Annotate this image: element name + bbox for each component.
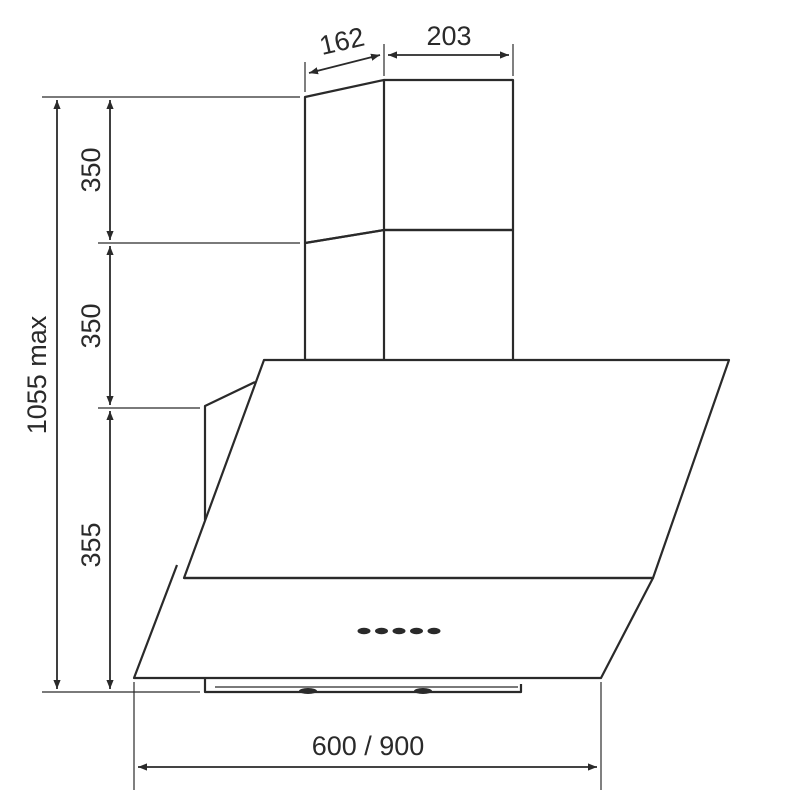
- label-lower-chimney-height: 350: [76, 303, 106, 348]
- chimney: [303, 78, 515, 362]
- control-button-1: [357, 627, 371, 635]
- label-total-height: 1055 max: [22, 315, 52, 434]
- hood-bottom-tray: [203, 678, 523, 694]
- extension-lines: [42, 44, 602, 790]
- label-hood-width: 600 / 900: [312, 731, 425, 761]
- dimension-labels: 162 203 350 350 355 1055 max 600 / 900: [22, 21, 472, 761]
- label-upper-chimney-height: 350: [76, 147, 106, 192]
- control-button-2: [375, 627, 388, 635]
- dim-chimney-depth: [308, 53, 381, 75]
- chimney-lower-front-face: [384, 228, 515, 360]
- chimney-upper-front-face: [384, 78, 515, 232]
- control-button-5: [427, 627, 441, 635]
- label-chimney-width: 203: [426, 21, 471, 51]
- control-button-4: [410, 627, 423, 635]
- hood-upper-glass-panel: [182, 358, 731, 580]
- control-buttons: [357, 627, 441, 635]
- chimney-lower-left-face: [303, 228, 386, 362]
- hood-lower-panel: [132, 564, 655, 680]
- chimney-upper-left-face: [303, 78, 386, 245]
- label-hood-height: 355: [76, 522, 106, 567]
- label-chimney-depth: 162: [317, 22, 368, 61]
- filter-knob-right: [414, 688, 432, 694]
- control-button-3: [392, 627, 406, 635]
- filter-knob-left: [299, 688, 317, 694]
- dimension-lines: [53, 51, 597, 771]
- hood-back-housing: [203, 381, 256, 520]
- hood-body: [132, 358, 731, 694]
